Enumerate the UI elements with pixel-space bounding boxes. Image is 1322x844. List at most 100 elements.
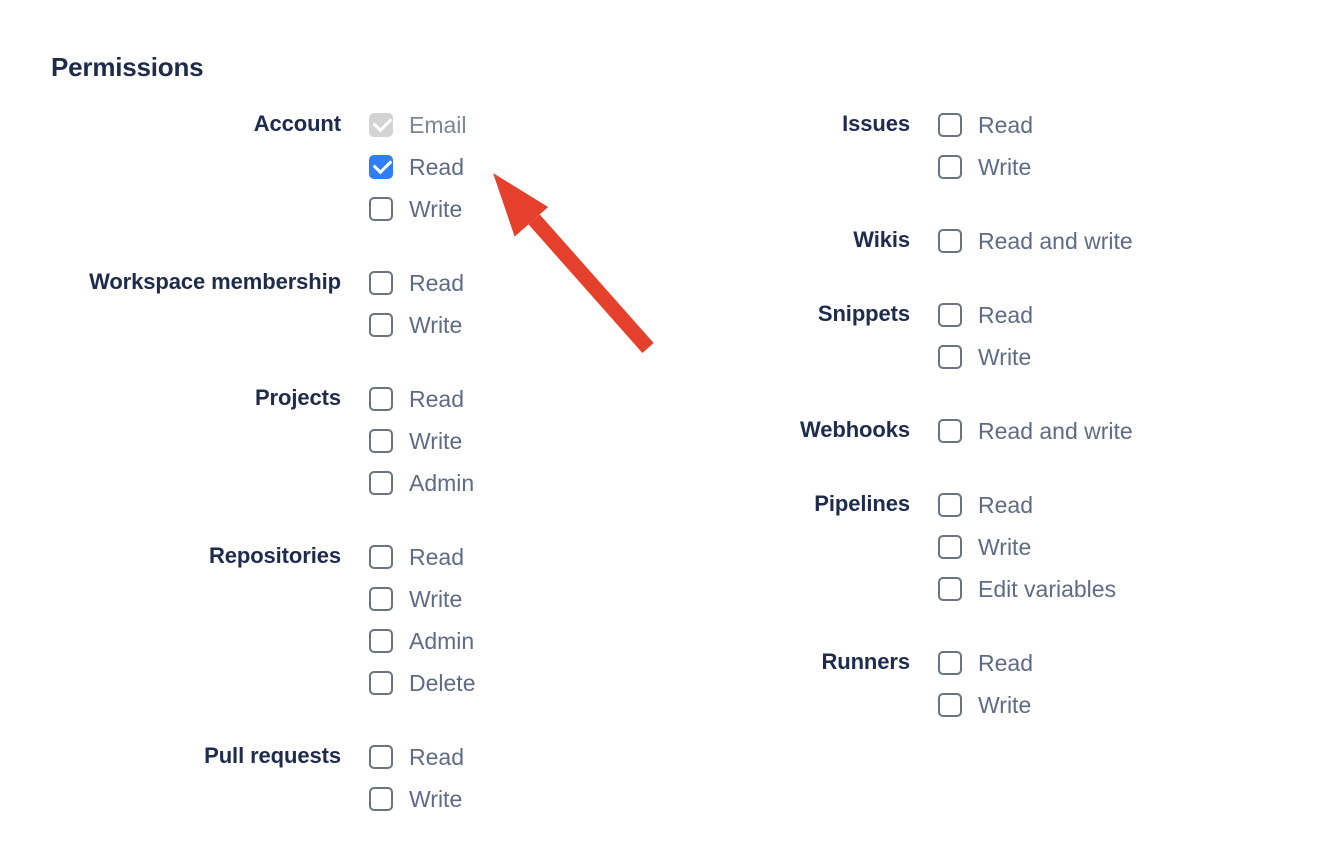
permission-option-row[interactable]: Read and write <box>938 220 1322 262</box>
checkbox-label[interactable]: Write <box>409 586 463 612</box>
permission-option-row[interactable]: Write <box>938 336 1322 378</box>
permission-option-row[interactable]: Read <box>369 736 660 778</box>
checkbox-label[interactable]: Write <box>409 196 463 222</box>
permission-option-row[interactable]: Email <box>369 104 660 146</box>
checkbox-label[interactable]: Write <box>978 344 1032 370</box>
checkbox-label[interactable]: Admin <box>409 470 475 496</box>
permission-group-label: Runners <box>821 649 910 674</box>
checkbox-label[interactable]: Write <box>409 428 463 454</box>
permission-group-label: Webhooks <box>799 417 910 442</box>
checkbox-label[interactable]: Write <box>978 154 1032 180</box>
permission-group-label: Pull requests <box>204 743 341 768</box>
checkbox-read[interactable] <box>938 113 962 137</box>
checkbox-write[interactable] <box>369 313 393 337</box>
permission-group-label: Snippets <box>817 301 910 326</box>
permission-option-row[interactable]: Read <box>369 536 660 578</box>
checkbox-write[interactable] <box>938 155 962 179</box>
checkbox-write[interactable] <box>938 345 962 369</box>
checkbox-write[interactable] <box>938 693 962 717</box>
permission-option-row[interactable]: Write <box>369 420 660 462</box>
checkbox-admin[interactable] <box>369 629 393 653</box>
checkbox-label[interactable]: Read <box>409 270 464 296</box>
checkbox-write[interactable] <box>369 197 393 221</box>
checkbox-read-and-write[interactable] <box>938 229 962 253</box>
permission-option-row[interactable]: Edit variables <box>938 568 1322 610</box>
checkbox-read-and-write[interactable] <box>938 419 962 443</box>
permission-option-row[interactable]: Admin <box>369 620 660 662</box>
permission-option-row[interactable]: Write <box>938 146 1322 188</box>
page-title: Permissions <box>51 52 204 82</box>
check-icon <box>372 154 393 175</box>
permission-option-list: Read and write <box>938 410 1322 452</box>
permission-option-row[interactable]: Admin <box>369 462 660 504</box>
permission-group-label: Projects <box>254 385 341 410</box>
permission-option-row[interactable]: Read <box>938 294 1322 336</box>
permission-option-row[interactable]: Read <box>369 378 660 420</box>
checkbox-label[interactable]: Read and write <box>978 418 1133 444</box>
permission-option-row[interactable]: Read <box>369 146 660 188</box>
checkbox-label[interactable]: Delete <box>409 670 476 696</box>
checkbox-label[interactable]: Admin <box>409 628 475 654</box>
permission-option-row[interactable]: Read <box>938 104 1322 146</box>
checkbox-admin[interactable] <box>369 471 393 495</box>
permission-option-row[interactable]: Read and write <box>938 410 1322 452</box>
checkbox-label[interactable]: Read <box>409 154 464 180</box>
permission-option-row[interactable]: Write <box>369 304 660 346</box>
checkbox-label[interactable]: Write <box>978 534 1032 560</box>
checkbox-write[interactable] <box>369 787 393 811</box>
checkbox-read[interactable] <box>938 303 962 327</box>
checkbox-read[interactable] <box>938 493 962 517</box>
permission-option-row[interactable]: Read <box>369 262 660 304</box>
checkbox-edit-variables[interactable] <box>938 577 962 601</box>
checkbox-label[interactable]: Email <box>409 112 467 138</box>
permission-option-row[interactable]: Write <box>369 578 660 620</box>
permission-option-row[interactable]: Read <box>938 642 1322 684</box>
checkbox-label[interactable]: Edit variables <box>978 576 1117 602</box>
checkbox-read[interactable] <box>938 651 962 675</box>
checkbox-label[interactable]: Read <box>409 544 464 570</box>
permission-group-label: Workspace membership <box>89 269 341 294</box>
checkbox-write[interactable] <box>369 587 393 611</box>
permission-option-row[interactable]: Write <box>369 188 660 230</box>
checkbox-label[interactable]: Write <box>409 786 463 812</box>
checkbox-read[interactable] <box>369 545 393 569</box>
checkbox-label[interactable]: Write <box>409 312 463 338</box>
checkbox-label[interactable]: Read <box>978 112 1033 138</box>
permission-option-row[interactable]: Write <box>938 526 1322 568</box>
checkbox-read[interactable] <box>369 745 393 769</box>
permission-group: Webhooks Read and write <box>660 410 1322 452</box>
permission-group-label: Repositories <box>208 543 341 568</box>
checkbox-label[interactable]: Read <box>978 650 1033 676</box>
permission-option-row[interactable]: Delete <box>369 662 660 704</box>
checkbox-label[interactable]: Read <box>409 386 464 412</box>
checkbox-read[interactable] <box>369 387 393 411</box>
checkbox-read[interactable] <box>369 271 393 295</box>
checkbox-write[interactable] <box>369 429 393 453</box>
permission-option-row[interactable]: Write <box>938 684 1322 726</box>
checkbox-delete[interactable] <box>369 671 393 695</box>
checkbox-label[interactable]: Read <box>409 744 464 770</box>
checkbox-label[interactable]: Read and write <box>978 228 1133 254</box>
checkbox-write[interactable] <box>938 535 962 559</box>
checkbox-label[interactable]: Read <box>978 492 1033 518</box>
permission-group-label: Wikis <box>853 227 910 252</box>
checkbox-read[interactable] <box>369 154 393 179</box>
checkbox-label[interactable]: Read <box>978 302 1033 328</box>
permission-option-row[interactable]: Read <box>938 484 1322 526</box>
checkbox-label[interactable]: Write <box>978 692 1032 718</box>
permission-option-row[interactable]: Write <box>369 778 660 820</box>
